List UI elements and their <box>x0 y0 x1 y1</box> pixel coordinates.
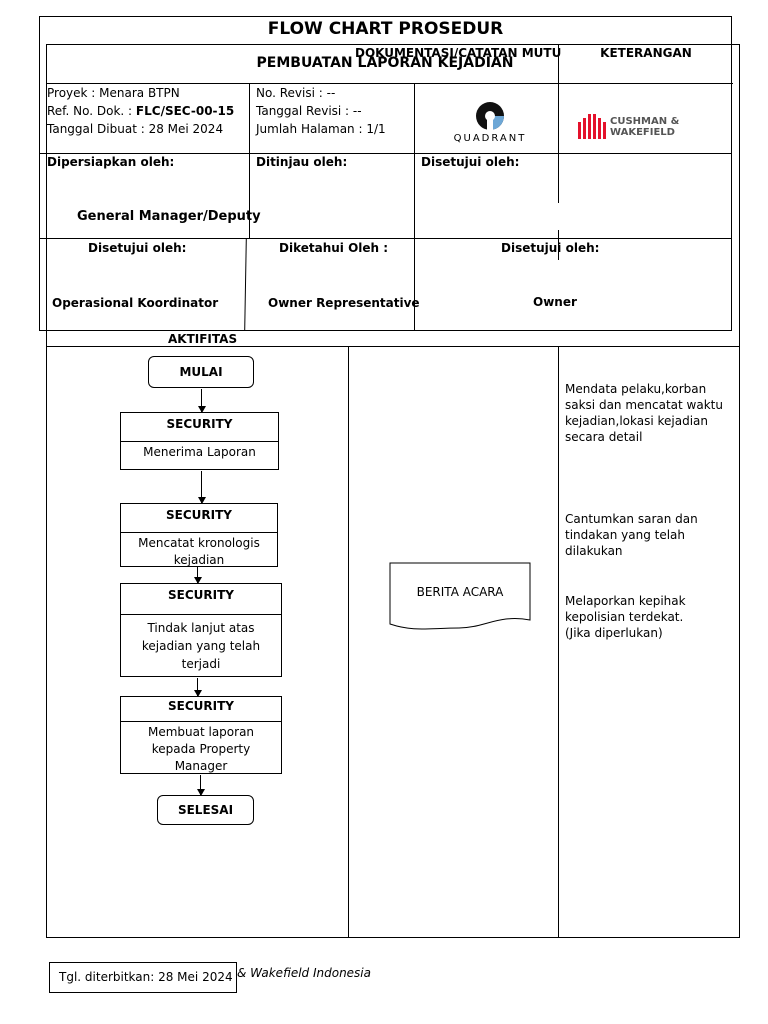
main-frame <box>46 44 740 938</box>
cushman-wakefield-bars-icon <box>578 114 606 139</box>
flow-arrow <box>194 678 202 697</box>
start-terminator: MULAI <box>148 356 254 388</box>
activity-column-header: AKTIFITAS <box>168 332 238 346</box>
flow-arrow <box>198 389 206 413</box>
column-header-documentation: DOKUMENTASI/CATATAN MUTU <box>355 46 562 60</box>
revision-number: No. Revisi : -- <box>256 86 336 100</box>
flow-arrow <box>197 775 205 796</box>
process-step-2: SECURITY Mencatat kronologis kejadian <box>120 503 278 567</box>
flow-arrow <box>198 471 206 504</box>
process-step-role: SECURITY <box>121 584 281 615</box>
end-terminator: SELESAI <box>157 795 254 825</box>
preparer-position: General Manager/Deputy <box>77 209 261 224</box>
cushman-wakefield-logo: CUSHMAN & WAKEFIELD <box>577 112 689 140</box>
divider <box>46 346 740 347</box>
column-header-notes: KETERANGAN <box>600 46 692 60</box>
document-ref: Ref. No. Dok. : FLC/SEC-00-15 <box>47 103 234 119</box>
approver-position-1: Operasional Koordinator <box>52 296 219 310</box>
process-step-4: SECURITY Membuat laporan kepada Property… <box>120 696 282 774</box>
start-label: MULAI <box>179 365 223 379</box>
process-step-text: Membuat laporan kepada Property Manager <box>147 725 255 773</box>
reviewed-by-label: Ditinjau oleh: <box>256 155 348 169</box>
column-divider <box>348 346 349 938</box>
page-count: Jumlah Halaman : 1/1 <box>256 122 386 136</box>
approved-by-label-3: Disetujui oleh: <box>501 241 600 255</box>
process-step-text: Mencatat kronologis kejadian <box>138 536 260 567</box>
end-label: SELESAI <box>177 803 234 817</box>
divider <box>249 83 250 238</box>
document-shape: BERITA ACARA <box>389 562 531 634</box>
document-label: BERITA ACARA <box>416 585 504 599</box>
divider <box>46 83 733 84</box>
process-step-3: SECURITY Tindak lanjut atas kejadian yan… <box>120 583 282 677</box>
approved-by-label: Disetujui oleh: <box>421 155 520 169</box>
column-divider <box>558 346 559 938</box>
process-step-role: SECURITY <box>121 504 277 533</box>
quadrant-logo-text: QUADRANT <box>453 133 527 144</box>
quadrant-logo-icon <box>476 102 504 130</box>
process-step-text: Tindak lanjut atas kejadian yang telah t… <box>141 621 261 671</box>
process-step-1: SECURITY Menerima Laporan <box>120 412 279 470</box>
header-outer-frame <box>39 16 732 331</box>
process-step-role: SECURITY <box>121 413 278 442</box>
issued-date: Tgl. diterbitkan: 28 Mei 2024 <box>59 970 233 984</box>
divider <box>414 83 415 331</box>
cushman-wakefield-logo-text-1: CUSHMAN & <box>610 116 680 127</box>
issued-date-box: Tgl. diterbitkan: 28 Mei 2024 <box>49 962 237 993</box>
created-date: Tanggal Dibuat : 28 Mei 2024 <box>47 122 224 136</box>
cushman-wakefield-logo-text-2: WAKEFIELD <box>610 127 675 138</box>
flow-arrow <box>194 567 202 584</box>
approver-position-2: Owner Representative <box>268 296 420 310</box>
page-subtitle: PEMBUATAN LAPORAN KEJADIAN <box>256 55 514 71</box>
process-step-role: SECURITY <box>121 697 281 722</box>
divider <box>558 44 559 203</box>
footer-company: & Wakefield Indonesia <box>237 966 371 980</box>
page-title: FLOW CHART PROSEDUR <box>267 19 504 39</box>
approved-by-label-2: Disetujui oleh: <box>88 241 187 255</box>
approver-position-3: Owner <box>533 295 577 309</box>
note-3: Melaporkan kepihak kepolisian terdekat. … <box>565 594 686 640</box>
divider <box>39 238 732 239</box>
document-ref-value: FLC/SEC-00-15 <box>135 104 235 118</box>
acknowledged-by-label: Diketahui Oleh : <box>279 241 389 255</box>
quadrant-logo: QUADRANT <box>445 100 535 148</box>
note-2: Cantumkan saran dan tindakan yang telah … <box>565 512 698 558</box>
divider <box>39 153 732 154</box>
document-shape-icon <box>389 562 531 630</box>
note-1: Mendata pelaku,korban saksi dan mencatat… <box>565 382 723 444</box>
revision-date: Tanggal Revisi : -- <box>256 104 362 118</box>
project-name: Proyek : Menara BTPN <box>47 86 180 100</box>
divider <box>558 230 559 260</box>
document-ref-label: Ref. No. Dok. : <box>47 104 136 118</box>
prepared-by-label: Dipersiapkan oleh: <box>47 155 175 169</box>
process-step-text: Menerima Laporan <box>143 445 256 459</box>
